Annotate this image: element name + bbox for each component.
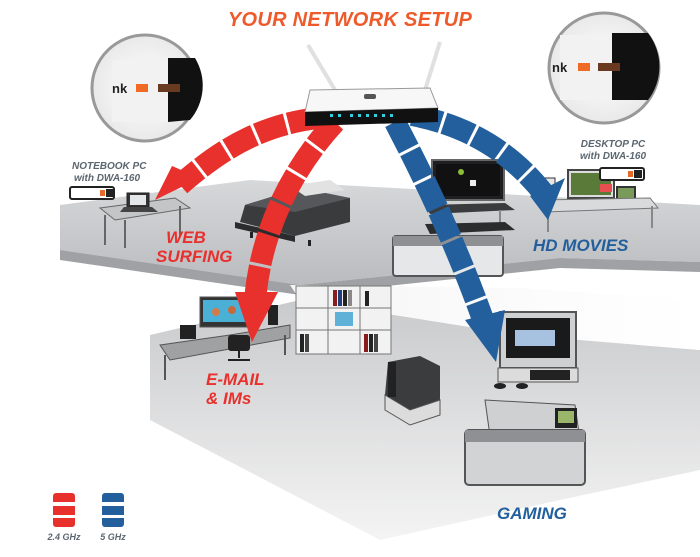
page-title: YOUR NETWORK SETUP <box>227 9 473 31</box>
desktop-pc-label: DESKTOP PC with DWA-160 <box>578 139 648 163</box>
desktop-label-line1: DESKTOP PC <box>580 139 646 150</box>
gaming-tv <box>494 311 579 389</box>
sofa-lower <box>464 399 586 486</box>
desktop-label-line2: with DWA-160 <box>579 151 647 162</box>
hd-movies-label: HD MOVIES <box>533 236 629 255</box>
usb-adapter-desktop-icon <box>599 167 645 181</box>
armchair <box>384 356 441 426</box>
office-chair <box>228 335 250 361</box>
legend-swatch-24ghz-icon <box>53 493 75 527</box>
desktop-pc-icon <box>539 169 660 232</box>
legend-item-24ghz: 2.4 GHz <box>44 493 84 542</box>
web-surfing-label: WEB SURFING <box>156 228 233 266</box>
adapter-zoom-left <box>90 33 203 143</box>
notebook-label-line1: NOTEBOOK PC <box>72 161 147 172</box>
usb-adapter-icon <box>69 186 115 200</box>
arrow-gaming <box>385 116 505 362</box>
legend-item-5ghz: 5 GHz <box>93 493 133 542</box>
gaming-label: GAMING <box>497 504 567 523</box>
adapter-zoom-text-left: nk <box>112 81 128 96</box>
web-surfing-line1: WEB <box>166 228 206 247</box>
notebook-pc-icon <box>120 192 158 212</box>
notebook-label-line2: with DWA-160 <box>73 173 141 184</box>
legend-label-5ghz: 5 GHz <box>100 532 126 542</box>
legend-label-24ghz: 2.4 GHz <box>47 532 81 542</box>
arrow-email <box>235 114 344 342</box>
arrow-web-surfing <box>155 107 320 200</box>
bookshelf <box>295 285 392 355</box>
adapter-zoom-right <box>547 11 661 125</box>
office-desk <box>159 296 291 380</box>
email-line1: E-MAIL <box>206 370 265 389</box>
legend-swatch-5ghz-icon <box>102 493 124 527</box>
router-icon <box>304 41 442 126</box>
web-surfing-line2: SURFING <box>156 247 233 266</box>
adapter-zoom-text-right: nk <box>552 60 568 75</box>
email-label: E-MAIL & IMs <box>206 370 265 408</box>
email-line2: & IMs <box>206 389 252 408</box>
notebook-pc-label: NOTEBOOK PC with DWA-160 <box>72 161 146 185</box>
